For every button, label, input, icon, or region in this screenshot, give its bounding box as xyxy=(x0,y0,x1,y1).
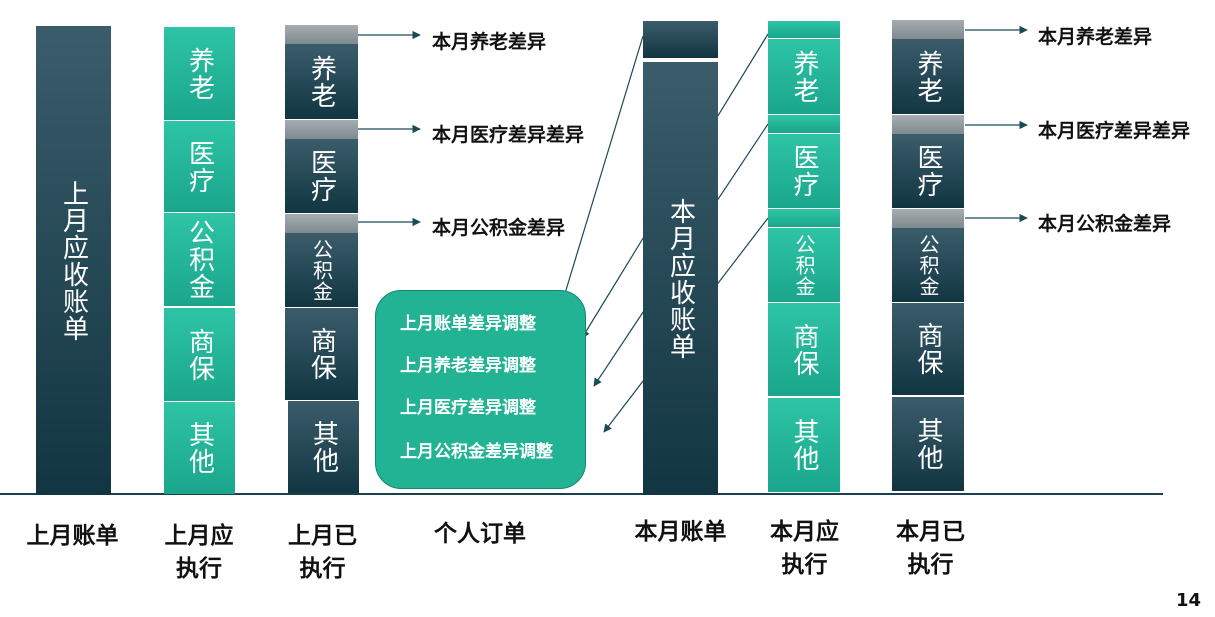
this-due-fund: 公积金 xyxy=(768,228,840,302)
this-due-pension-adjust-block xyxy=(768,21,840,38)
this-due-fund-adjust-block xyxy=(768,209,840,227)
last-done-medical: 医疗 xyxy=(285,139,358,213)
this-due-pension: 养老 xyxy=(768,39,840,114)
this-medical-diff-label: 本月医疗差异差异 xyxy=(1038,120,1191,142)
label-last-due: 上月应执行 xyxy=(164,523,234,582)
segment-label: 商保 xyxy=(184,327,215,382)
segment-label: 公积金 xyxy=(916,233,940,297)
this-month-receivable-bar: 本月应收账单 xyxy=(643,62,718,495)
order-item-fund-adjust: 上月公积金差异调整 xyxy=(400,442,553,462)
last-due-fund: 公积金 xyxy=(164,213,235,306)
last-due-insurance: 商保 xyxy=(164,308,235,401)
segment-label: 医疗 xyxy=(789,144,819,198)
segment-label: 商保 xyxy=(913,322,943,376)
last-done-medical-diff-block xyxy=(285,120,358,139)
label-last-bill: 上月账单 xyxy=(26,523,119,549)
last-done-other: 其他 xyxy=(288,401,359,493)
label-this-done: 本月已执行 xyxy=(896,519,965,578)
last-due-medical: 医疗 xyxy=(164,121,235,212)
this-done-insurance: 商保 xyxy=(892,303,964,395)
order-item-medical-adjust: 上月医疗差异调整 xyxy=(400,398,536,418)
last-done-fund-diff-block xyxy=(285,214,358,233)
this-done-medical-diff-block xyxy=(892,115,964,134)
segment-label: 商保 xyxy=(789,322,819,377)
this-due-insurance: 商保 xyxy=(768,303,840,396)
this-due-medical-adjust-block xyxy=(768,115,840,133)
this-done-pension-diff-block xyxy=(892,20,964,39)
last-done-insurance: 商保 xyxy=(285,308,358,400)
this-pension-diff-label: 本月养老差异 xyxy=(1038,26,1153,48)
last-due-pension: 养老 xyxy=(164,27,235,120)
this-done-medical: 医疗 xyxy=(892,134,964,208)
last-due-other: 其他 xyxy=(164,402,235,494)
segment-label: 其他 xyxy=(789,418,819,472)
segment-label: 医疗 xyxy=(913,144,943,198)
last-done-pension: 养老 xyxy=(285,44,358,119)
order-item-bill-adjust: 上月账单差异调整 xyxy=(400,314,536,334)
this-done-other: 其他 xyxy=(892,397,964,491)
segment-label: 其他 xyxy=(184,421,215,475)
segment-label: 公积金 xyxy=(184,219,215,300)
this-done-pension: 养老 xyxy=(892,39,964,114)
label-personal-order: 个人订单 xyxy=(434,521,526,547)
this-month-bill-adjust-block xyxy=(643,21,718,58)
last-pension-diff-label: 本月养老差异 xyxy=(432,31,547,53)
segment-label: 医疗 xyxy=(306,149,337,203)
personal-order-box: 上月账单差异调整 上月养老差异调整 上月医疗差异调整 上月公积金差异调整 xyxy=(375,290,586,489)
segment-label: 养老 xyxy=(913,49,943,104)
page-number: 14 xyxy=(1175,590,1201,611)
label-this-bill: 本月账单 xyxy=(634,519,727,545)
this-due-medical: 医疗 xyxy=(768,134,840,208)
label-this-due: 本月应执行 xyxy=(770,519,839,578)
segment-label: 公积金 xyxy=(309,238,334,302)
segment-label: 其他 xyxy=(308,420,339,474)
this-fund-diff-label: 本月公积金差异 xyxy=(1038,213,1172,235)
label-last-done: 上月已执行 xyxy=(288,523,357,582)
segment-label: 医疗 xyxy=(184,139,215,194)
this-month-receivable-text: 本月应收账单 xyxy=(665,197,696,360)
segment-label: 养老 xyxy=(789,49,819,104)
segment-label: 其他 xyxy=(913,417,943,471)
last-done-pension-diff-block xyxy=(285,25,358,44)
segment-label: 公积金 xyxy=(792,233,816,297)
segment-label: 养老 xyxy=(184,46,215,101)
arrow-bill-adjust xyxy=(561,35,644,301)
this-due-other: 其他 xyxy=(768,398,840,492)
last-medical-diff-label: 本月医疗差异差异 xyxy=(432,124,585,146)
last-month-receivable-text: 上月应收账单 xyxy=(58,179,89,342)
segment-label: 养老 xyxy=(306,54,337,109)
segment-label: 商保 xyxy=(306,327,337,381)
last-month-receivable-bar: 上月应收账单 xyxy=(36,26,111,495)
this-done-fund: 公积金 xyxy=(892,228,964,302)
last-fund-diff-label: 本月公积金差异 xyxy=(432,217,566,239)
order-item-pension-adjust: 上月养老差异调整 xyxy=(400,356,536,376)
last-done-fund: 公积金 xyxy=(285,233,358,307)
this-done-fund-diff-block xyxy=(892,209,964,228)
